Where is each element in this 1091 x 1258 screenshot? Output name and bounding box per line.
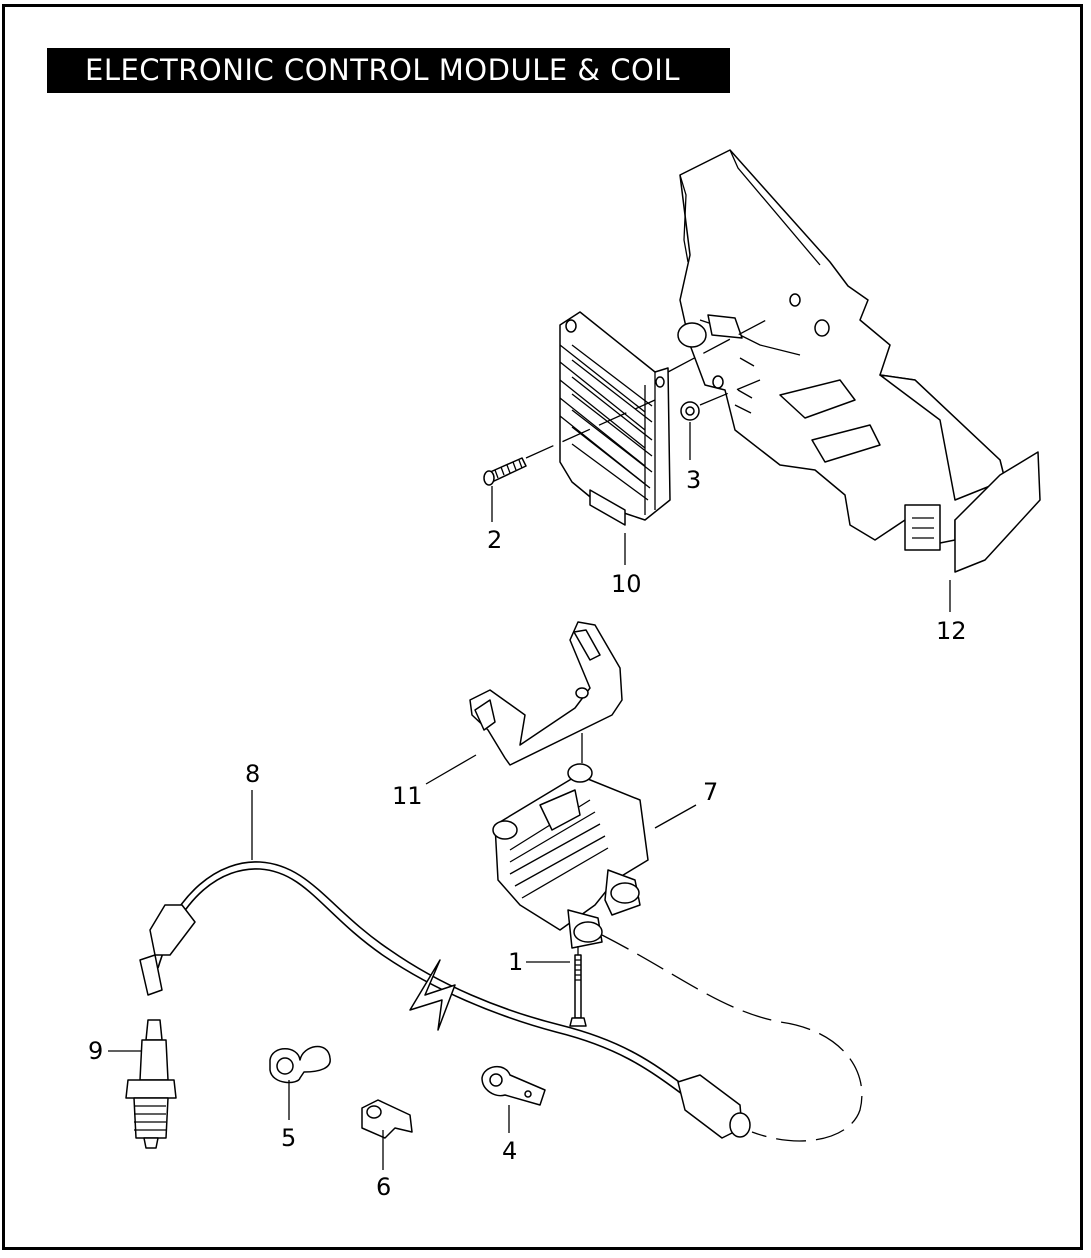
part-9-spark-plug[interactable] (125, 1019, 177, 1149)
callout-1: 1 (508, 948, 523, 976)
callout-5: 5 (281, 1124, 296, 1152)
part-10-ecm-module[interactable] (559, 311, 671, 526)
callout-3: 3 (686, 466, 701, 494)
callout-9: 9 (88, 1037, 103, 1065)
part-7-ignition-coil[interactable] (492, 763, 649, 949)
diagram-title: ELECTRONIC CONTROL MODULE & COIL (47, 48, 730, 93)
part-11-coil-bracket[interactable] (469, 621, 623, 772)
part-1-screw[interactable] (569, 946, 587, 1027)
callout-4: 4 (502, 1137, 517, 1165)
part-2-screw[interactable] (483, 399, 656, 486)
part-3-nut[interactable] (667, 317, 771, 421)
callout-labels: 1 2 3 4 5 6 7 8 9 10 11 12 (88, 466, 967, 1201)
part-8-spark-plug-cable[interactable] (139, 861, 863, 1142)
callout-10: 10 (611, 570, 642, 598)
callout-11: 11 (392, 782, 423, 810)
part-6-cable-clip[interactable] (361, 1099, 413, 1139)
callout-6: 6 (376, 1173, 391, 1201)
part-4-cable-clip[interactable] (481, 1066, 546, 1106)
callout-2: 2 (487, 526, 502, 554)
callout-8: 8 (245, 760, 260, 788)
part-5-cable-clip[interactable] (269, 1045, 331, 1084)
callout-7: 7 (703, 778, 718, 806)
part-12-ecm-bracket[interactable] (677, 149, 1041, 573)
leader-lines (108, 422, 951, 1170)
callout-12: 12 (936, 617, 967, 645)
diagram-frame (2, 4, 1083, 1250)
